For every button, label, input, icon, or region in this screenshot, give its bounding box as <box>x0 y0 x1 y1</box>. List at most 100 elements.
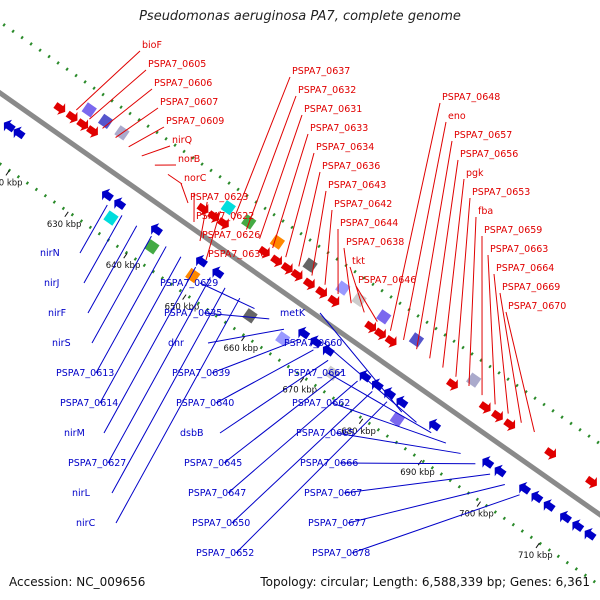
forward-gene-label-27: PSPA7_0657 <box>454 130 512 141</box>
forward-gene-arrow-17 <box>384 335 397 348</box>
reverse-gene-arrow-15 <box>429 418 442 432</box>
forward-gene-label-20: PSPA7_0642 <box>334 199 392 210</box>
cog-box-5 <box>241 214 257 230</box>
reverse-gene-arrow-4 <box>114 197 127 210</box>
tick-mark-6 <box>299 377 305 383</box>
reverse-gene-label-10: nirC <box>76 518 96 529</box>
reverse-callout-20 <box>235 401 388 554</box>
tick-mark-10 <box>535 542 540 549</box>
reverse-gene-label-8: PSPA7_0627 <box>68 458 126 469</box>
cog-box-7 <box>302 257 318 273</box>
reverse-callout-1 <box>79 204 108 254</box>
forward-callout-28 <box>429 159 459 359</box>
forward-gene-label-12: PSPA7_0630 <box>208 249 266 260</box>
reverse-gene-label-7: nirM <box>64 428 85 439</box>
tick-mark-3 <box>123 252 128 259</box>
reverse-callout-10 <box>115 297 241 524</box>
reverse-gene-arrow-9 <box>310 335 323 348</box>
tick-label-6: 670 kbp <box>282 385 317 395</box>
reverse-gene-arrow-1 <box>3 119 16 133</box>
cog-box-10 <box>376 309 392 325</box>
forward-gene-label-21: PSPA7_0644 <box>340 218 398 229</box>
forward-gene-label-19: PSPA7_0643 <box>328 180 386 191</box>
forward-callout-24 <box>355 285 378 322</box>
accession-text: Accession: NC_009656 <box>9 575 146 589</box>
reverse-callout-19 <box>231 390 373 524</box>
reverse-callout-12 <box>203 312 270 320</box>
reverse-callout-6 <box>99 256 182 404</box>
forward-callout-4 <box>115 107 159 138</box>
forward-gene-label-28: PSPA7_0656 <box>460 149 518 160</box>
reverse-gene-arrow-13 <box>384 387 397 400</box>
reverse-callout-24 <box>331 402 447 444</box>
reverse-gene-arrow-10 <box>322 343 335 357</box>
forward-gene-arrow-12 <box>302 277 315 291</box>
reverse-callout-21 <box>319 312 403 413</box>
forward-callout-19 <box>311 190 327 276</box>
forward-gene-arrow-18 <box>445 378 458 391</box>
reverse-callout-2 <box>83 215 123 284</box>
forward-gene-label-1: bioF <box>142 40 162 51</box>
cog-box-8 <box>335 280 351 296</box>
forward-callout-12 <box>205 211 221 261</box>
forward-callout-11 <box>199 201 208 242</box>
forward-callout-36 <box>505 311 535 433</box>
reverse-gene-arrow-19 <box>531 490 544 504</box>
tick-label-8: 690 kbp <box>400 468 435 478</box>
reverse-gene-label-5: PSPA7_0613 <box>56 368 114 379</box>
reverse-gene-label-16: dsbB <box>180 428 204 439</box>
forward-callout-16 <box>272 133 309 249</box>
cog-box-1 <box>81 102 97 118</box>
reverse-gene-label-3: nirF <box>48 308 66 319</box>
tick-label-10: 710 kbp <box>518 551 553 561</box>
reverse-gene-arrow-2 <box>13 126 26 140</box>
forward-callout-18 <box>298 171 321 267</box>
forward-gene-label-26: eno <box>448 111 466 122</box>
forward-callout-22 <box>343 247 352 304</box>
topology-summary: Topology: circular; Length: 6,588,339 bp… <box>260 575 590 589</box>
forward-gene-arrow-15 <box>364 320 377 334</box>
reverse-callout-9 <box>111 287 226 494</box>
cog-box-inner-4 <box>242 308 258 324</box>
forward-gene-label-9: PSPA7_0623 <box>190 192 248 203</box>
forward-gene-label-2: PSPA7_0605 <box>148 59 206 70</box>
forward-callout-33 <box>487 254 496 405</box>
cog-box-inner-5 <box>275 331 291 347</box>
forward-gene-arrow-13 <box>315 286 327 299</box>
reverse-callout-23 <box>327 372 432 434</box>
reverse-callout-22 <box>323 342 417 423</box>
forward-callout-29 <box>442 178 465 368</box>
forward-callout-35 <box>499 292 522 423</box>
gc-track-outer <box>0 20 600 446</box>
reverse-gene-label-29: PSPA7_0678 <box>312 548 370 559</box>
map-title: Pseudomonas aeruginosa PA7, complete gen… <box>139 9 461 24</box>
reverse-gene-arrow-7 <box>212 266 225 279</box>
forward-gene-arrow-10 <box>280 261 293 275</box>
forward-gene-label-17: PSPA7_0634 <box>316 142 374 153</box>
cog-box-6 <box>269 234 286 250</box>
forward-callout-5 <box>128 126 165 148</box>
forward-gene-label-35: PSPA7_0669 <box>502 282 560 293</box>
forward-gene-label-5: PSPA7_0609 <box>166 116 224 127</box>
forward-gene-arrow-21 <box>503 418 516 432</box>
reverse-gene-label-26: PSPA7_0666 <box>300 458 358 469</box>
reverse-gene-arrow-3 <box>102 188 114 202</box>
forward-callout-14 <box>246 95 297 230</box>
forward-callout-30 <box>455 197 471 377</box>
reverse-gene-label-6: PSPA7_0614 <box>60 398 118 409</box>
forward-gene-label-10: PSPA7_0622 <box>196 211 254 222</box>
forward-gene-arrow-2 <box>65 110 78 124</box>
reverse-callout-8 <box>107 277 211 464</box>
forward-callout-8 <box>167 173 183 185</box>
cog-box-inner-2 <box>144 239 160 255</box>
tick-label-3: 640 kbp <box>106 261 141 271</box>
forward-gene-label-25: PSPA7_0648 <box>442 92 500 103</box>
reverse-gene-label-27: PSPA7_0667 <box>304 488 362 499</box>
tick-label-7: 680 kbp <box>341 427 376 437</box>
forward-gene-label-32: PSPA7_0659 <box>484 225 542 236</box>
reverse-gene-label-18: PSPA7_0647 <box>188 488 246 499</box>
forward-callout-26 <box>403 121 447 341</box>
forward-callout-2 <box>89 69 147 120</box>
forward-gene-label-13: PSPA7_0637 <box>292 66 350 77</box>
